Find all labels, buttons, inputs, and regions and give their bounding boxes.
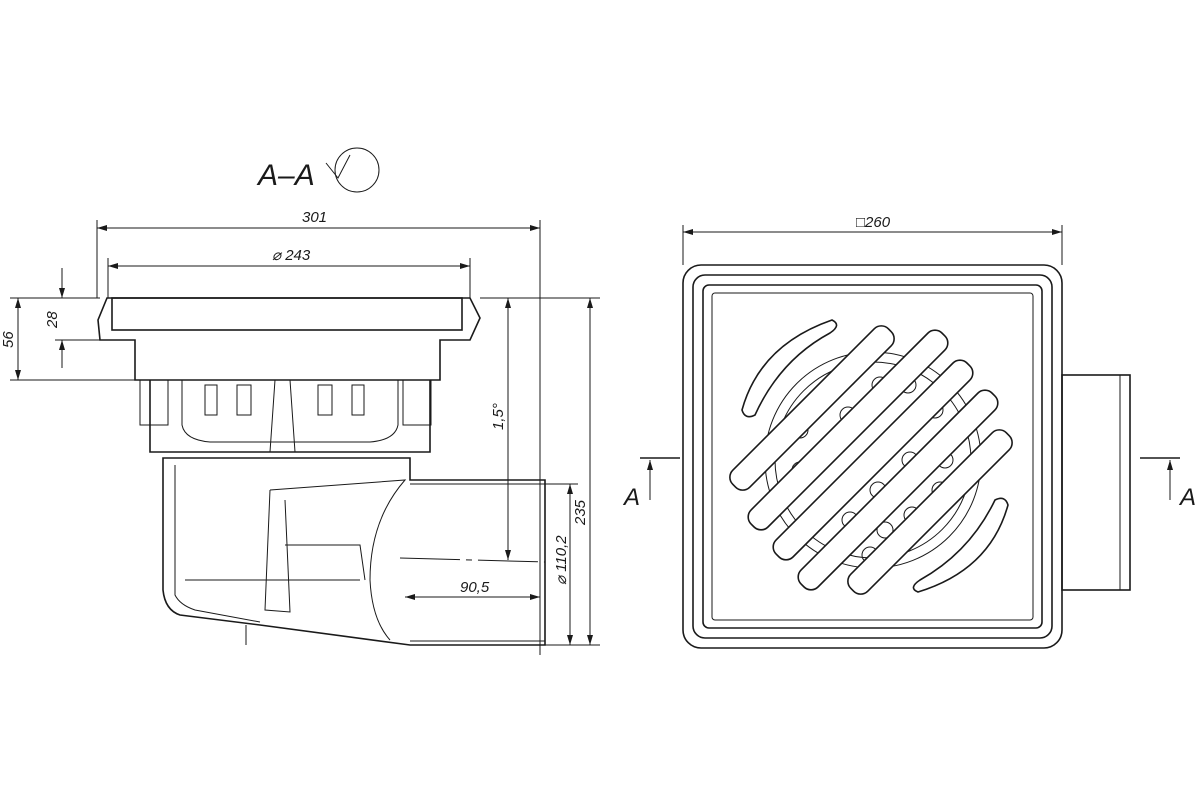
section-title: A–A xyxy=(256,159,315,192)
section-mark-right: A xyxy=(1178,484,1196,511)
dim-overall-height: 235 xyxy=(572,499,589,526)
gasket-right xyxy=(402,379,432,426)
dim-grate-diameter: ⌀ 243 xyxy=(272,247,311,264)
dim-outlet-offset: 90,5 xyxy=(460,579,490,596)
drain-plan-view xyxy=(682,264,1131,649)
surface-finish-symbol xyxy=(325,147,380,193)
dim-grate-height: 28 xyxy=(44,311,61,329)
plan-dimension-lines xyxy=(640,225,1180,500)
section-dimension-lines xyxy=(10,220,600,655)
grate-section xyxy=(111,297,463,331)
dim-overall-width: 301 xyxy=(302,209,327,226)
section-mark-left: A xyxy=(622,484,640,511)
dim-slope: 1,5° xyxy=(490,403,507,430)
drain-section-view xyxy=(97,297,546,646)
dim-flange-height: 56 xyxy=(0,331,17,348)
dim-square-size: □260 xyxy=(856,214,891,231)
gasket-left xyxy=(139,379,169,426)
dim-outlet-diameter: ⌀ 110,2 xyxy=(553,535,570,585)
grate-slots xyxy=(729,319,1013,595)
